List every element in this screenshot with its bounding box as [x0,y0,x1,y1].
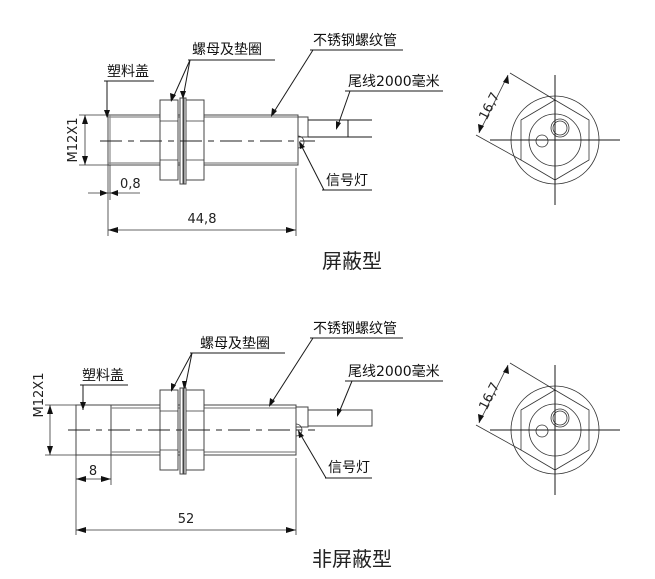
label-plastic-cap: 塑料盖 [107,64,149,80]
label-cable: 尾线2000毫米 [348,363,440,380]
cap-offset-dim-label: 0,8 [120,177,141,192]
length-dim-label: 44,8 [188,212,217,227]
label-plastic-cap: 塑料盖 [82,368,124,384]
thread-dim-label: M12X1 [32,373,47,418]
led-window [550,408,570,428]
hex-dim-label: 16,7 [477,90,504,123]
label-cable: 尾线2000毫米 [348,73,440,90]
cable-collar [297,116,309,138]
cap-offset-dim-label: 8 [89,464,97,479]
label-stainless-tube: 不锈钢螺纹管 [313,321,397,337]
label-indicator: 信号灯 [326,173,368,189]
shielded-title: 屏蔽型 [322,249,382,273]
nonshielded-side-view: M12X1 8 52 塑料盖 螺母及垫圈 不锈钢螺纹管 尾线2000毫米 [32,321,443,535]
label-nut-washer: 螺母及垫圈 [200,336,270,352]
thread-dim-label: M12X1 [66,118,81,163]
label-nut-washer: 螺母及垫圈 [192,42,262,58]
hex-dim-label: 16,7 [477,380,504,413]
label-stainless-tube: 不锈钢螺纹管 [313,33,397,49]
label-indicator: 信号灯 [328,460,370,476]
nut-right [185,99,205,181]
washer [179,387,184,475]
nonshielded-front-view: 16,7 [475,362,620,495]
led-window [550,118,570,138]
length-dim-label: 52 [178,512,195,527]
shielded-front-view: 16,7 [475,72,620,205]
shielded-side-view: M12X1 0,8 44,8 塑料盖 螺母及垫圈 不锈钢螺纹管 尾线2000毫米 [66,33,443,236]
nonshielded-title: 非屏蔽型 [312,547,392,571]
nut-left [159,99,179,181]
